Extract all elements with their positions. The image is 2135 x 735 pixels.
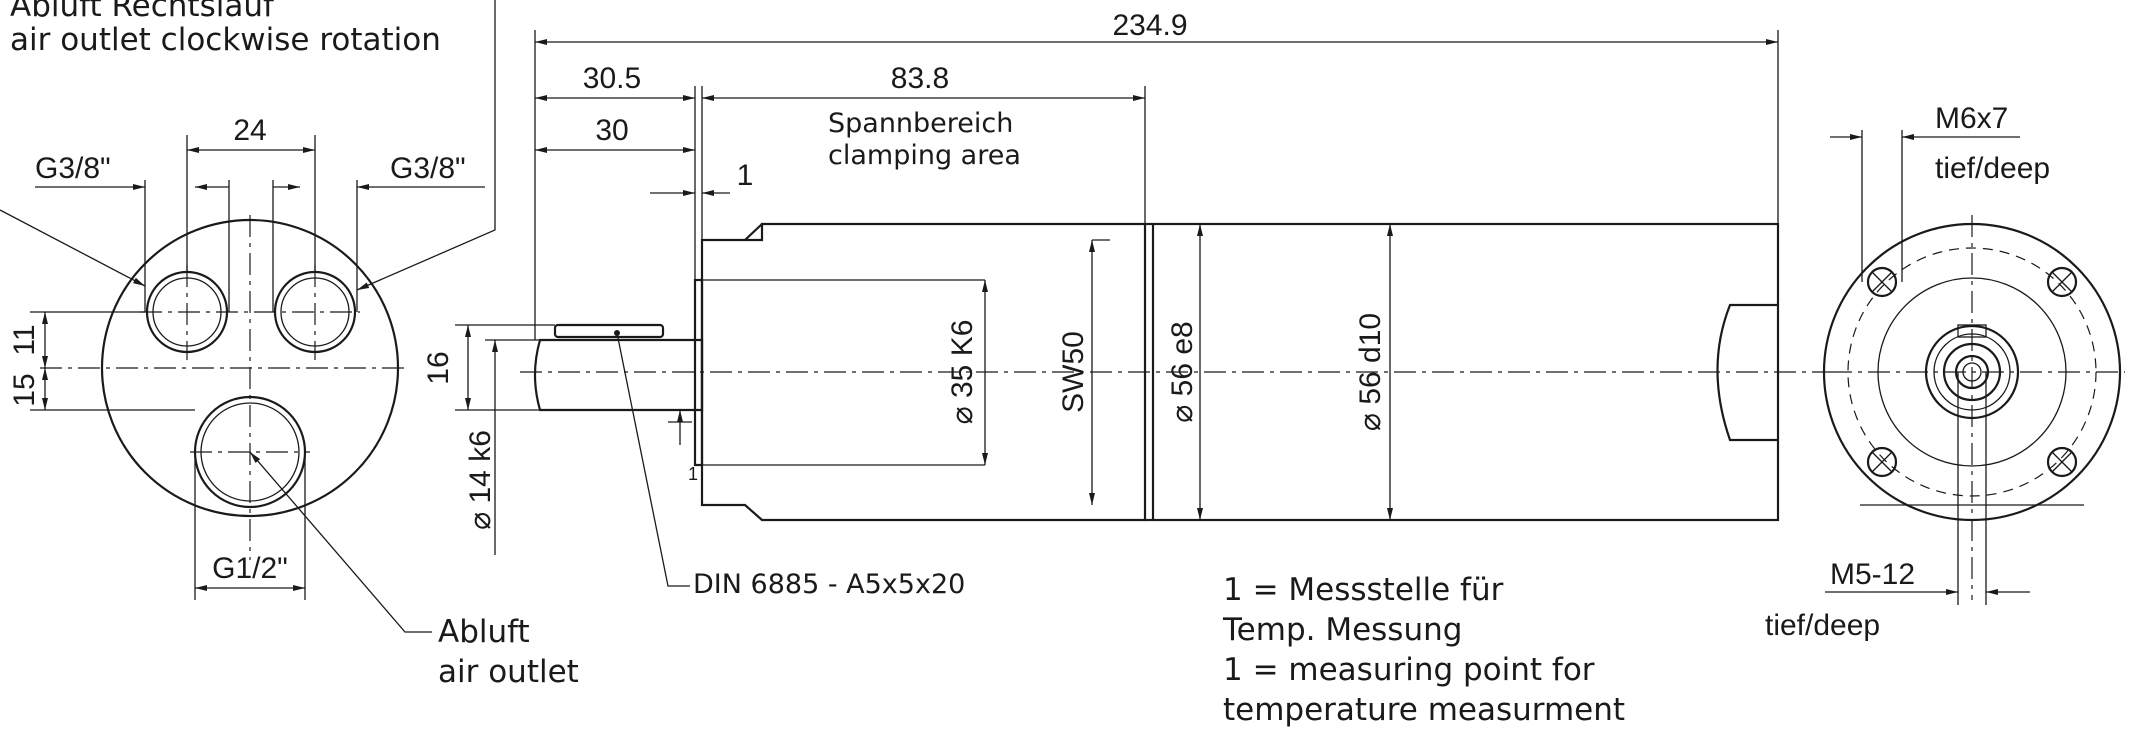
dim-dia-d10: ⌀ 56 d10 [1354,313,1387,431]
label-air-outlet-de: Abluft [438,614,530,650]
note-line-1: 1 = Messstelle für [1223,572,1504,608]
dim-port-spacing: 24 [233,114,266,147]
dim-port-right: G3/8" [390,152,466,185]
dim-dia-e8: ⌀ 56 e8 [1166,321,1199,422]
label-air-outlet-cw-de: Abluft Rechtslauf [10,0,275,24]
label-clamping-en: clamping area [828,140,1021,171]
label-air-outlet-en: air outlet [438,654,579,690]
note-line-3: 1 = measuring point for [1223,652,1595,688]
dim-thread-bottom: M5-12 [1830,558,1915,591]
dim-thread-bottom-depth: tief/deep [1765,609,1880,642]
label-key-spec: DIN 6885 - A5x5x20 [693,569,965,600]
right-end-view [1822,130,2125,605]
measuring-point-mark: 1 [688,464,698,484]
dim-30-5: 30.5 [583,62,641,95]
left-end-view [0,0,496,633]
dim-shaft-dia: ⌀ 14 k6 [464,430,497,530]
dim-thread-top-depth: tief/deep [1935,152,2050,185]
dim-port-left: G3/8" [35,152,111,185]
dim-overall-length: 234.9 [1112,9,1187,42]
dim-bore-dia: ⌀ 35 K6 [946,320,979,425]
dim-wrench: SW50 [1057,331,1090,413]
dim-port-bottom: G1/2" [212,552,288,585]
dim-1: 1 [737,159,754,192]
dim-offset-11: 11 [8,324,41,355]
dim-30: 30 [595,114,628,147]
shaft [533,338,704,412]
label-clamping-de: Spannbereich [828,108,1013,139]
dim-thread-top: M6x7 [1935,102,2008,135]
note-line-4: temperature measurment [1223,692,1625,728]
dim-offset-15: 15 [8,373,41,406]
dim-key-height: 16 [422,351,455,384]
note-line-2: Temp. Messung [1222,612,1462,648]
label-air-outlet-cw-en: air outlet clockwise rotation [10,22,441,58]
dim-83-8: 83.8 [891,62,949,95]
key [553,323,665,339]
side-view [455,30,1830,587]
